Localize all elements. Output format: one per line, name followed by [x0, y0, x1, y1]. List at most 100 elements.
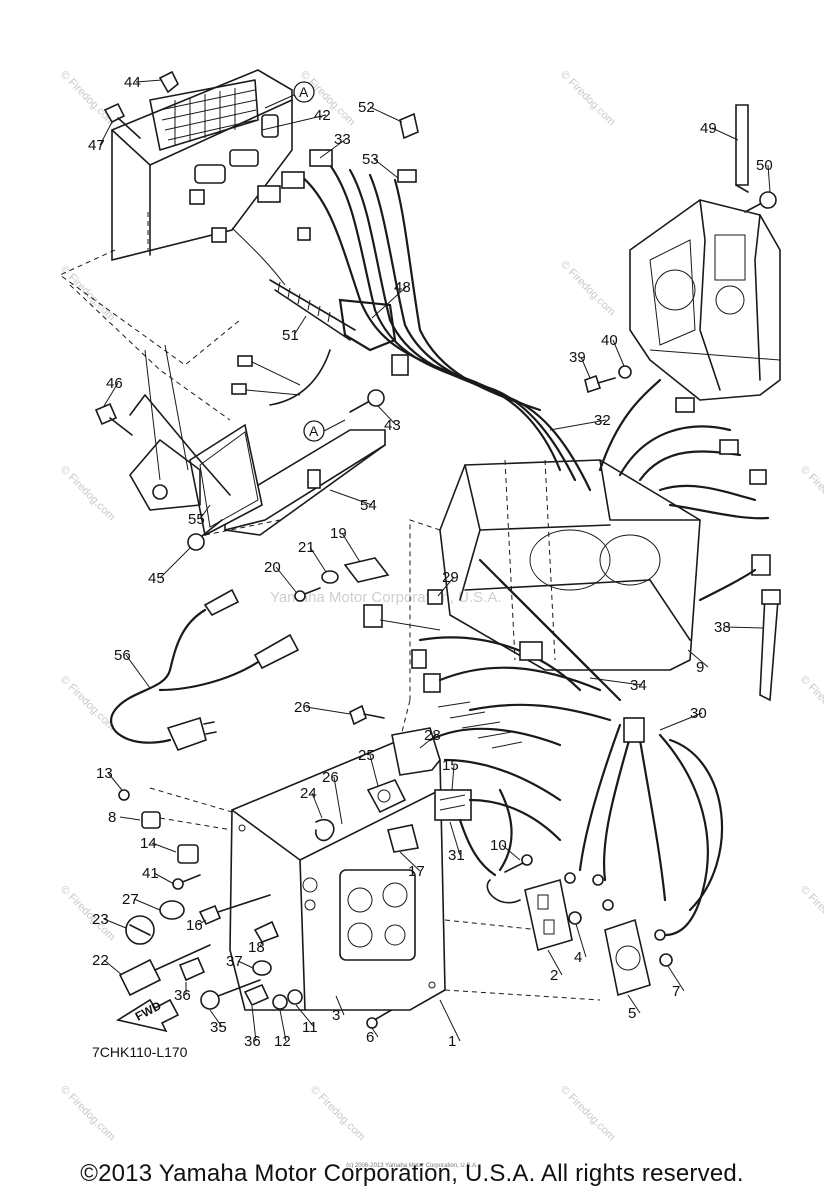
callout-16: 16 [186, 917, 207, 934]
watermark-site: © Firedog.com [798, 464, 824, 524]
callout-8: 8 [108, 809, 141, 826]
callout-leader-line [659, 712, 703, 731]
callout-leader-line [501, 844, 521, 861]
callout-36: 36 [244, 1005, 261, 1050]
callout-number: 31 [448, 847, 465, 864]
callout-14: 14 [140, 835, 177, 853]
callout-number: 23 [92, 911, 109, 928]
callout-leader-line [439, 999, 461, 1042]
callout-52: 52 [358, 99, 403, 123]
callout-22: 22 [92, 952, 123, 976]
callout-leader-line [199, 504, 211, 520]
callout-leader-line [159, 547, 191, 579]
callout-50: 50 [756, 157, 773, 193]
callout-55: 55 [188, 504, 211, 528]
callout-34: 34 [589, 677, 647, 694]
callout-leader-line [237, 960, 254, 969]
watermark-site: © Firedog.com [558, 1084, 618, 1144]
watermark-site: © Firedog.com [58, 264, 118, 324]
callout-leader-line [119, 816, 141, 821]
callout-leader-line [612, 339, 625, 367]
callout-27: 27 [122, 891, 161, 911]
callout-number: 35 [210, 1019, 227, 1036]
callout-number: 50 [756, 157, 773, 174]
callout-leader-line [371, 286, 407, 319]
callout-number: 18 [248, 939, 265, 956]
callout-47: 47 [88, 121, 113, 154]
callout-leader-line [103, 918, 127, 929]
callout-leader-line [275, 566, 297, 593]
callout-number: 32 [594, 412, 611, 429]
generator-frame-9 [363, 378, 771, 702]
callout-leader-line [103, 959, 123, 976]
control-unit-42 [59, 69, 293, 366]
callout-number: 13 [96, 765, 113, 782]
callout-number: 20 [264, 559, 281, 576]
callout-18: 18 [248, 939, 265, 956]
callout-leader-line [369, 106, 403, 123]
callout-number: 46 [106, 375, 123, 392]
callout-leader-line [329, 489, 373, 506]
callout-41: 41 [142, 865, 175, 885]
callout-29: 29 [437, 569, 459, 597]
callout-leader-line [547, 949, 563, 976]
callout-number: 30 [690, 705, 707, 722]
callout-25: 25 [358, 747, 379, 787]
callout-number: 25 [358, 747, 375, 764]
callout-leader-line [725, 626, 765, 629]
watermark-site: © Firedog.com [58, 1084, 118, 1144]
fwd-arrow: FWD [115, 998, 180, 1033]
callout-39: 39 [569, 349, 591, 379]
callout-number: 14 [140, 835, 157, 852]
callout-leader-line [767, 164, 771, 193]
callout-32: 32 [549, 412, 611, 431]
callout-number: 19 [330, 525, 347, 542]
callout-leader-line [133, 898, 161, 911]
callout-24: 24 [300, 785, 323, 819]
callout-leader-line [209, 1009, 223, 1028]
callout-11: 11 [295, 1004, 318, 1036]
callout-leader-line [369, 754, 379, 787]
callout-leader-line [589, 677, 643, 686]
callout-leader-line [311, 792, 323, 819]
clip-29 [427, 589, 443, 605]
callout-number: 5 [628, 1005, 636, 1022]
callout-number: 15 [442, 757, 459, 774]
callout-leader-line [305, 706, 351, 715]
callout-number: 42 [314, 107, 331, 124]
callout-21: 21 [298, 539, 327, 573]
power-cord-56 [109, 588, 300, 752]
callout-leader-line [107, 772, 123, 791]
watermark-site: © Firedog.com [58, 464, 118, 524]
callout-leader-line [153, 872, 175, 885]
callout-number: 41 [142, 865, 159, 882]
callout-leader-line [549, 419, 607, 431]
callout-30: 30 [659, 705, 707, 731]
callout-leader-line [333, 776, 343, 825]
callout-number: 9 [696, 659, 704, 676]
callout-3: 3 [332, 995, 345, 1024]
callout-number: 2 [550, 967, 558, 984]
callout-28: 28 [419, 727, 441, 749]
callout-number: 26 [322, 769, 339, 786]
callout-leader-line [449, 821, 461, 856]
copyright-footer: ©2013 Yamaha Motor Corporation, U.S.A. A… [80, 1160, 744, 1187]
callout-48: 48 [371, 279, 411, 319]
bracket-19 [343, 557, 390, 583]
callout-number: 29 [442, 569, 459, 586]
callout-leader-line [295, 1004, 315, 1028]
callout-35: 35 [209, 1009, 227, 1036]
mounting-bracket-54 [69, 284, 386, 537]
callout-leader-line [197, 919, 207, 926]
watermark-site: © Firedog.com [558, 259, 618, 319]
callout-number: 16 [186, 917, 203, 934]
callout-number: 52 [358, 99, 375, 116]
callout-37: 37 [226, 953, 254, 970]
callout-number: 27 [122, 891, 139, 908]
watermark-site: © Firedog.com [558, 69, 618, 129]
cable-tie-38 [759, 589, 781, 702]
callout-leader-line [667, 965, 685, 992]
callout-53: 53 [362, 151, 399, 179]
reference-mark-a-top: A [264, 81, 315, 109]
callout-number: 56 [114, 647, 131, 664]
